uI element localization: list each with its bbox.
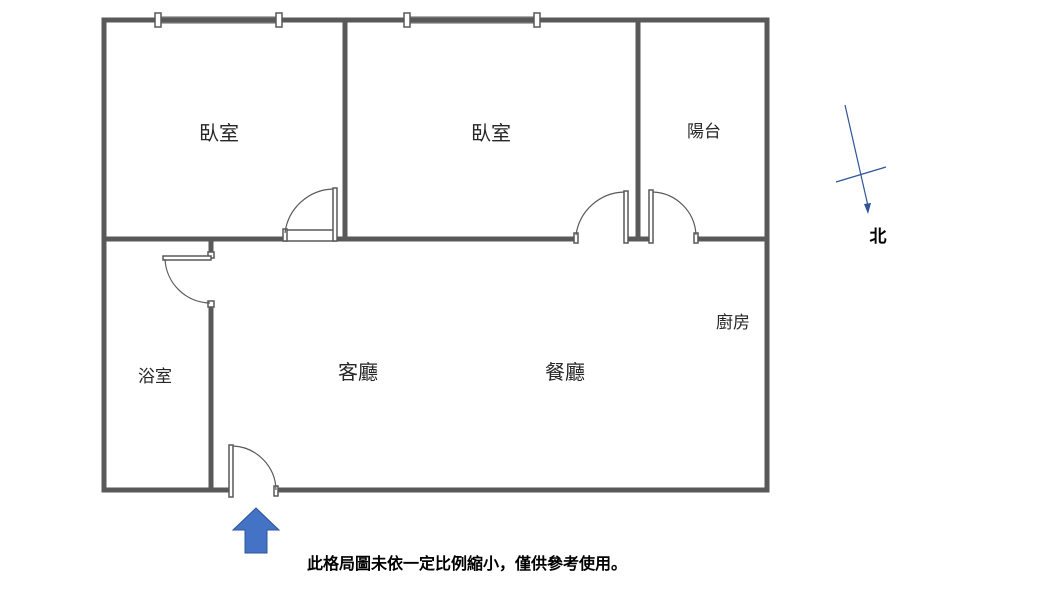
door-balcony	[648, 189, 699, 244]
windows	[154, 12, 541, 28]
north-label: 北	[870, 227, 887, 247]
disclaimer-note: 此格局圖未依一定比例縮小，僅供參考使用。	[307, 554, 627, 573]
window-bedroom-middle	[403, 12, 541, 28]
room-label-dining-room: 餐廳	[545, 360, 585, 384]
room-label-balcony: 陽台	[687, 122, 721, 142]
room-label-bathroom: 浴室	[138, 367, 172, 387]
room-label-bedroom-middle: 臥室	[471, 121, 511, 145]
room-label-bedroom-left: 臥室	[199, 121, 239, 145]
door-bedroom-middle	[573, 190, 629, 244]
walls	[101, 17, 770, 493]
room-labels: 臥室 臥室 陽台 廚房 浴室 客廳 餐廳	[138, 121, 750, 387]
door-entrance	[228, 444, 279, 498]
window-bedroom-left	[154, 12, 283, 28]
entrance-arrow-icon	[231, 507, 281, 554]
room-label-kitchen: 廚房	[716, 312, 750, 333]
door-bedroom-left	[282, 187, 338, 242]
door-bathroom	[162, 251, 215, 308]
doors	[162, 187, 699, 498]
room-label-living-room: 客廳	[338, 360, 378, 384]
compass-icon	[835, 104, 887, 214]
